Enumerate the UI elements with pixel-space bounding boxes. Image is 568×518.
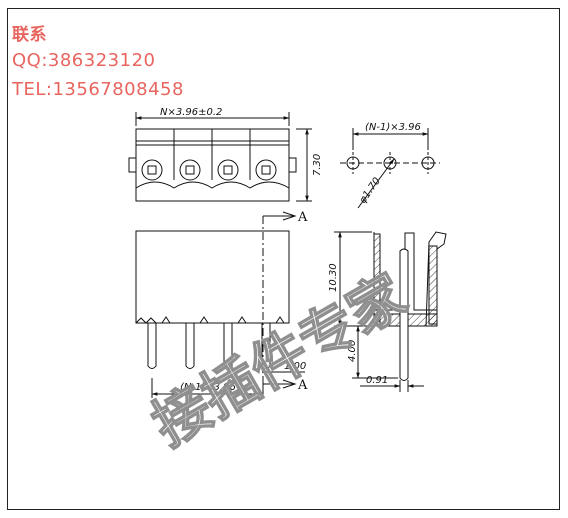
dim-body-height: 10.30 bbox=[328, 263, 339, 292]
contact-title: 联系 bbox=[12, 25, 47, 45]
pin-4 bbox=[261, 323, 271, 369]
dim-pin-offset: 0.91 bbox=[366, 375, 388, 386]
screw-holes bbox=[141, 159, 277, 181]
dim-bottom-pitch: (N-1)×3.96 bbox=[180, 382, 236, 393]
top-view bbox=[128, 112, 312, 202]
screw-slot-3 bbox=[223, 165, 233, 175]
body-tooth-2 bbox=[199, 316, 209, 324]
dim-hole-pitch: (N-1)×3.96 bbox=[365, 122, 421, 133]
side-section-view bbox=[334, 231, 447, 392]
dim-pin-length: 4.00 bbox=[347, 340, 358, 362]
screw-slot-4 bbox=[261, 165, 271, 175]
drawing-frame bbox=[7, 8, 560, 510]
pin-2 bbox=[185, 323, 195, 369]
dim-pin-width: 1.00 bbox=[284, 361, 306, 372]
body-tooth-1 bbox=[161, 316, 171, 324]
hole-pattern-view bbox=[340, 128, 440, 209]
body-tooth-3 bbox=[237, 316, 247, 324]
contact-qq: QQ:386323120 bbox=[12, 50, 156, 71]
pin-1 bbox=[147, 323, 157, 369]
watermark-text: 接插件专家 bbox=[142, 263, 417, 459]
dim-top-width: N×3.96±0.2 bbox=[160, 107, 222, 118]
screw-slot-2 bbox=[185, 165, 195, 175]
section-mark-a-bottom: A bbox=[297, 378, 308, 393]
pin-3 bbox=[223, 323, 233, 369]
screw-hole-4 bbox=[255, 159, 277, 181]
body-tooth-4 bbox=[275, 316, 285, 324]
dim-height-top: 7.30 bbox=[312, 154, 323, 176]
screw-hole-3 bbox=[217, 159, 239, 181]
front-view bbox=[135, 211, 305, 398]
screw-hole-1 bbox=[141, 159, 163, 181]
screw-slot-1 bbox=[147, 165, 157, 175]
contact-tel: TEL:13567808458 bbox=[12, 79, 184, 100]
dim-hole-diameter: φ1.70 bbox=[357, 176, 383, 206]
section-mark-a-top: A bbox=[297, 210, 308, 225]
screw-hole-2 bbox=[179, 159, 201, 181]
